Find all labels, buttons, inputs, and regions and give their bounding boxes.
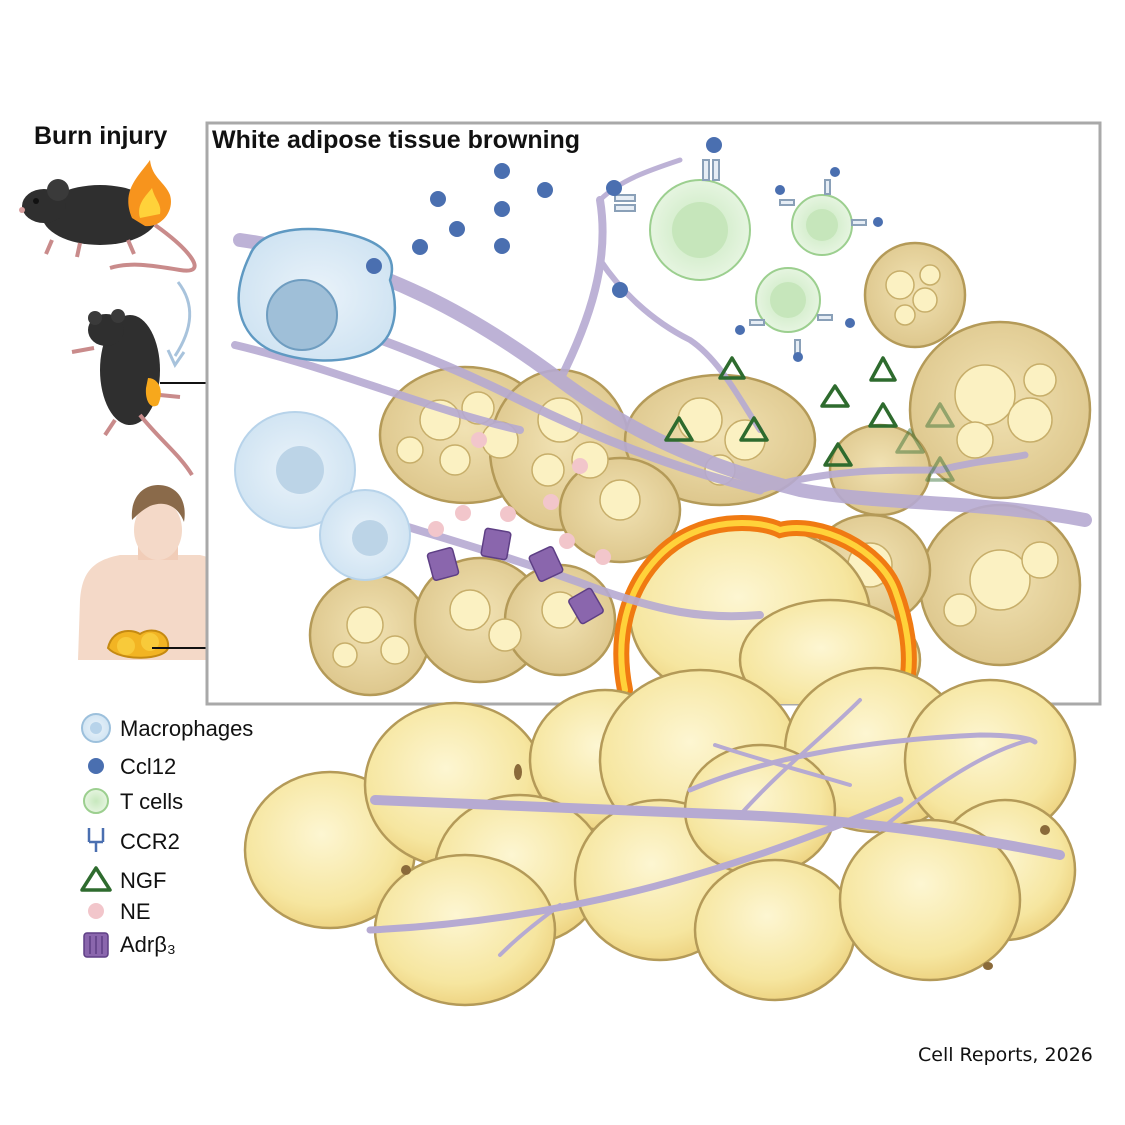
t-cell bbox=[791, 194, 853, 256]
macrophage-cell bbox=[319, 489, 411, 581]
ccr2-receptor-icon bbox=[80, 827, 114, 857]
legend-label: Adrβ₃ bbox=[120, 932, 176, 957]
t-cell bbox=[755, 267, 821, 333]
adrb3-receptor-icon bbox=[80, 930, 114, 960]
legend-item-t-cells: T cells bbox=[80, 787, 183, 817]
legend-label: Macrophages bbox=[120, 716, 254, 741]
panel-title: White adipose tissue browning bbox=[212, 126, 581, 154]
legend-item-macrophages: Macrophages bbox=[80, 714, 253, 744]
legend-item-ne: NE bbox=[80, 897, 151, 927]
burn-injury-title: Burn injury bbox=[34, 122, 168, 150]
ngf-triangles bbox=[664, 356, 955, 482]
burned-mouse-icon bbox=[19, 160, 197, 273]
macrophage-cell bbox=[237, 227, 397, 362]
ccl12-chemokine-dots bbox=[366, 137, 883, 362]
macrophage-cell bbox=[234, 411, 356, 529]
ne-dot-icon bbox=[80, 897, 114, 927]
adrb3-receptors bbox=[426, 527, 604, 625]
t-cell-icon bbox=[80, 787, 114, 817]
ccl12-dot-icon bbox=[80, 752, 114, 782]
arrow-head bbox=[166, 349, 186, 369]
legend-label: NGF bbox=[120, 868, 167, 893]
peripheral-nerve bbox=[366, 698, 1065, 957]
legend-label: NE bbox=[120, 899, 151, 924]
legend-item-adrb3: Adrβ₃ bbox=[80, 930, 176, 960]
human-torso-icon bbox=[78, 485, 238, 660]
legend-icons bbox=[80, 713, 112, 958]
shaved-mouse-icon bbox=[71, 309, 194, 477]
white-adipocyte-cluster bbox=[243, 666, 1077, 1007]
adipocyte-nuclei bbox=[401, 764, 1050, 970]
t-cell bbox=[649, 179, 751, 281]
macrophage-icon bbox=[80, 714, 114, 744]
citation: Cell Reports, 2026 bbox=[918, 1044, 1093, 1066]
legend-item-ngf: NGF bbox=[80, 866, 166, 896]
legend-item-ccl12: Ccl12 bbox=[80, 752, 176, 782]
legend-item-ccr2: CCR2 bbox=[80, 827, 180, 857]
legend-label: T cells bbox=[120, 789, 184, 814]
ne-dots bbox=[428, 432, 611, 565]
legend-label: CCR2 bbox=[120, 829, 180, 854]
legend-label: Ccl12 bbox=[120, 754, 177, 779]
ngf-triangle-icon bbox=[80, 866, 114, 896]
arrow-curve bbox=[173, 281, 192, 357]
